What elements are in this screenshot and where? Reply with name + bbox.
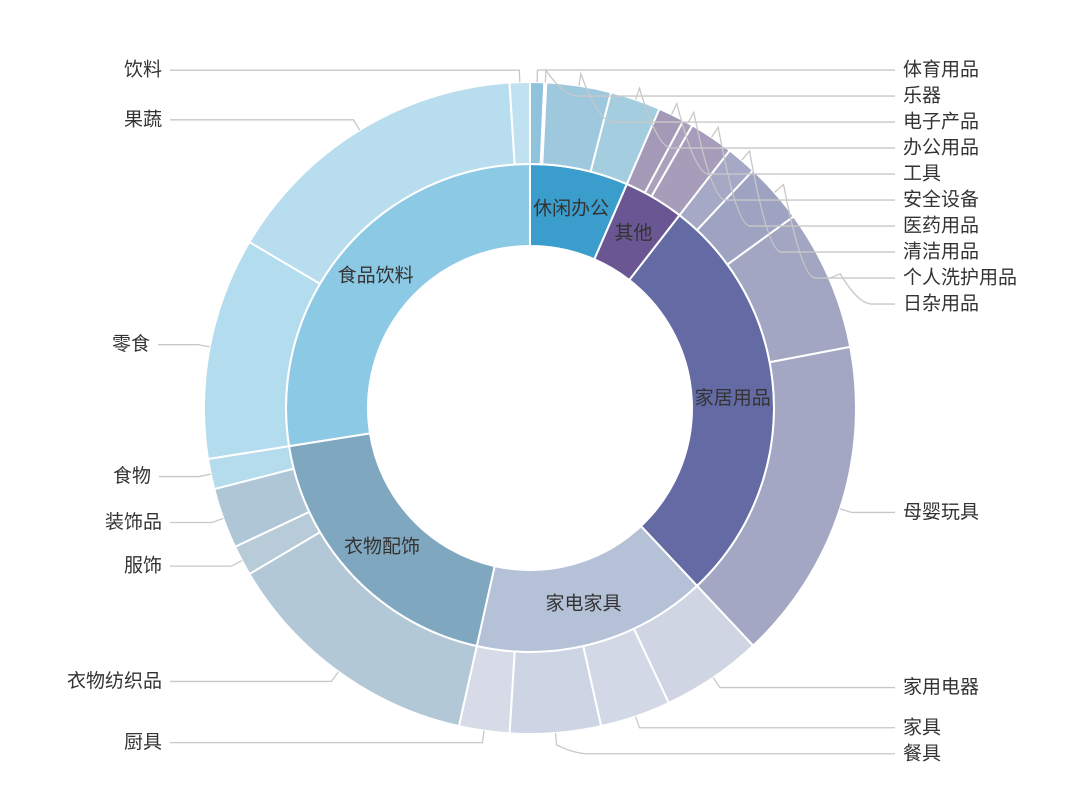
leader-line-1	[544, 68, 895, 97]
leader-line-6	[711, 125, 895, 227]
leader-line-10	[839, 508, 895, 514]
outer-slice-21[interactable]	[508, 80, 531, 166]
inner-slice-label-4: 衣物配饰	[344, 535, 420, 557]
leader-line-11	[712, 677, 895, 689]
leader-line-16	[170, 559, 243, 567]
outer-slice-label-14: 厨具	[124, 731, 162, 753]
outer-slice-label-19: 零食	[112, 333, 150, 355]
outer-slice-label-21: 饮料	[124, 59, 162, 81]
leader-line-13	[554, 732, 895, 755]
outer-slice-label-6: 医药用品	[903, 215, 979, 237]
leader-line-19	[157, 344, 210, 348]
leader-line-17	[170, 517, 224, 524]
outer-slice-label-10: 母婴玩具	[903, 501, 979, 523]
outer-slice-label-2: 电子产品	[903, 111, 979, 133]
leader-line-5	[687, 110, 895, 201]
outer-slice-label-9: 日杂用品	[903, 293, 979, 315]
leader-line-7	[741, 149, 895, 253]
outer-slice-label-11: 家用电器	[903, 676, 979, 698]
leader-line-15	[170, 671, 339, 683]
leader-line-20	[170, 119, 361, 131]
leader-line-14	[170, 730, 485, 744]
outer-slice-label-20: 果蔬	[124, 108, 162, 130]
inner-slice-label-3: 家电家具	[546, 592, 622, 614]
outer-slice-label-5: 安全设备	[903, 189, 979, 211]
leader-line-4	[670, 101, 895, 175]
leader-line-12	[634, 716, 895, 729]
outer-slice-label-13: 餐具	[903, 742, 941, 764]
outer-slice-label-17: 装饰品	[105, 511, 162, 533]
inner-slice-label-0: 休闲办公	[533, 198, 609, 220]
outer-slice-label-12: 家具	[903, 716, 941, 738]
inner-slice-label-2: 家居用品	[695, 387, 771, 409]
leader-line-0	[536, 69, 895, 83]
outer-slice-label-4: 工具	[903, 163, 941, 185]
outer-slice-label-15: 衣物纺织品	[67, 670, 162, 692]
outer-slice-label-16: 服饰	[124, 555, 162, 577]
leader-line-8	[774, 183, 895, 279]
leader-lines	[157, 68, 895, 755]
leader-line-3	[634, 86, 895, 149]
outer-slice-label-3: 办公用品	[903, 137, 979, 159]
outer-labels: 体育用品乐器电子产品办公用品工具安全设备医药用品清洁用品个人洗护用品日杂用品母婴…	[67, 59, 1017, 765]
outer-slice-label-18: 食物	[113, 465, 151, 487]
inner-slice-label-1: 其他	[614, 222, 652, 244]
inner-slice-label-5: 食品饮料	[338, 265, 414, 287]
leader-line-21	[170, 69, 521, 83]
leader-line-18	[159, 473, 211, 478]
outer-slice-label-0: 体育用品	[903, 59, 979, 81]
outer-slice-label-1: 乐器	[903, 85, 941, 107]
leader-line-9	[828, 272, 895, 305]
outer-slice-label-7: 清洁用品	[903, 241, 979, 263]
leader-line-2	[578, 71, 895, 123]
outer-slice-label-8: 个人洗护用品	[903, 267, 1017, 289]
